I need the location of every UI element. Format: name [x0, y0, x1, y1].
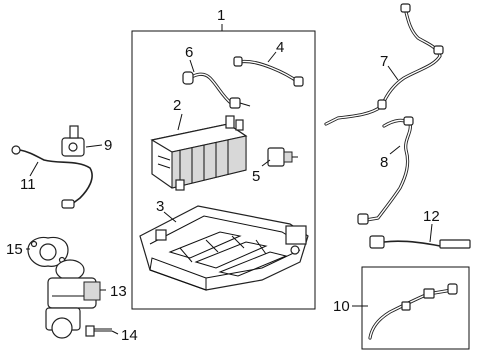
callout-1: 1	[217, 7, 225, 24]
callout-13: 13	[110, 283, 127, 300]
callout-3: 3	[156, 198, 164, 215]
callout-12: 12	[423, 208, 440, 225]
hose-part-7	[324, 3, 444, 126]
valve-part-5	[267, 147, 298, 167]
sensor-part-9	[61, 125, 85, 157]
leader-lines	[26, 24, 433, 335]
callout-14: 14	[121, 327, 138, 344]
callout-9: 9	[104, 137, 112, 154]
callout-7: 7	[380, 53, 388, 70]
callout-5: 5	[252, 168, 260, 185]
tray-part-3	[139, 205, 309, 291]
kit-frame	[361, 266, 470, 350]
sensor-wire-part-11	[11, 145, 93, 209]
hose-part-8	[357, 116, 414, 225]
callout-11: 11	[20, 176, 36, 193]
hose-part-6	[182, 71, 251, 109]
callout-6: 6	[185, 44, 193, 61]
valve-part-13	[45, 259, 101, 339]
callout-2: 2	[173, 97, 181, 114]
assembly-frame	[131, 30, 316, 310]
sensor-part-12	[369, 235, 471, 249]
gasket-part-15	[27, 236, 69, 267]
hose-part-10	[368, 283, 458, 340]
callout-10: 10	[333, 298, 350, 315]
hose-part-4	[233, 56, 304, 87]
callout-15: 15	[6, 241, 23, 258]
callout-4: 4	[276, 39, 284, 56]
canister-part-2	[150, 115, 248, 191]
bolt-part-14	[85, 325, 112, 337]
callout-8: 8	[380, 154, 388, 171]
